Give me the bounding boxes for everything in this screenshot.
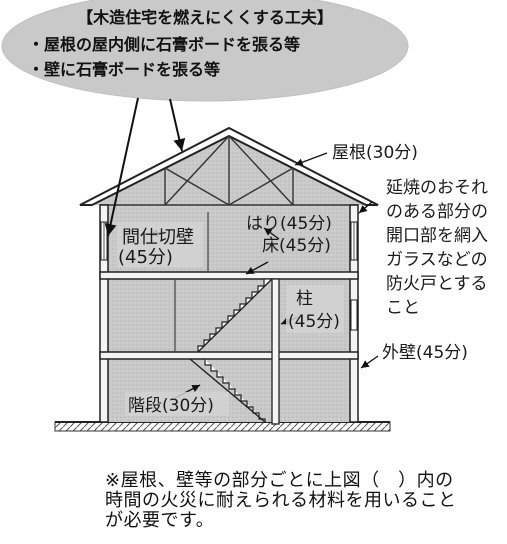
roof-truss — [100, 135, 358, 206]
opening-label-line: 延焼のおそれ — [386, 178, 488, 198]
lower-stairs — [189, 358, 266, 423]
left-exterior-wall — [99, 204, 109, 423]
footer-line: が必要です。 — [105, 510, 215, 531]
house-fire-resistance-diagram: 【木造住宅を燃えにくくする工夫】 ・屋根の屋内側に石膏ボードを張る等 ・壁に石膏… — [1, 0, 488, 432]
beam-label: はり(45分) — [246, 214, 332, 234]
stairs-label: 階段(30分) — [125, 392, 229, 416]
floor-label: 床(45分) — [262, 236, 331, 256]
callout-item: ・壁に石膏ボードを張る等 — [28, 60, 220, 79]
column — [271, 278, 280, 425]
callout-item: ・屋根の屋内側に石膏ボードを張る等 — [28, 35, 300, 54]
opening-label-line: 開口部を網入 — [386, 226, 488, 246]
partition-label-line: (45分) — [118, 247, 173, 268]
stairs-label-text: 階段(30分) — [128, 396, 214, 416]
opening-label: 延焼のおそれ のある部分の 開口部を網入 ガラスなどの 防火戸とする こと — [386, 178, 488, 318]
callout-bubble — [1, 0, 409, 102]
column-label: 柱 (45分) — [286, 285, 344, 333]
first-floor-slab — [99, 351, 359, 360]
roof-label: 屋根(30分) — [332, 143, 418, 163]
second-floor-slab — [99, 271, 359, 280]
footer-note: ※屋根、壁等の部分ごとに上図（ ）内の 時間の火災に耐えられる材料を用いること … — [105, 471, 500, 531]
opening-label-line: こと — [386, 298, 420, 318]
footer-line: 時間の火災に耐えられる材料を用いること — [105, 490, 457, 511]
column-label-line: 柱 — [296, 289, 313, 309]
callout-arrows — [104, 97, 186, 237]
opening-label-line: のある部分の — [386, 202, 488, 222]
callout: 【木造住宅を燃えにくくする工夫】 ・屋根の屋内側に石膏ボードを張る等 ・壁に石膏… — [1, 0, 409, 102]
house-body — [79, 126, 379, 425]
opening-label-line: ガラスなどの — [386, 250, 488, 270]
opening-label-line: 防火戸とする — [386, 274, 488, 294]
exterior-wall-label: 外壁(45分) — [382, 343, 468, 363]
ground — [54, 421, 391, 432]
callout-title: 【木造住宅を燃えにくくする工夫】 — [77, 8, 333, 27]
footer-line: ※屋根、壁等の部分ごとに上図（ ）内の — [105, 470, 454, 491]
upper-stairs — [197, 278, 273, 353]
column-label-line: (45分) — [288, 312, 340, 332]
partition-label-line: 間仕切壁 — [122, 227, 194, 248]
partition-wall-label: 間仕切壁 (45分) — [117, 222, 203, 268]
